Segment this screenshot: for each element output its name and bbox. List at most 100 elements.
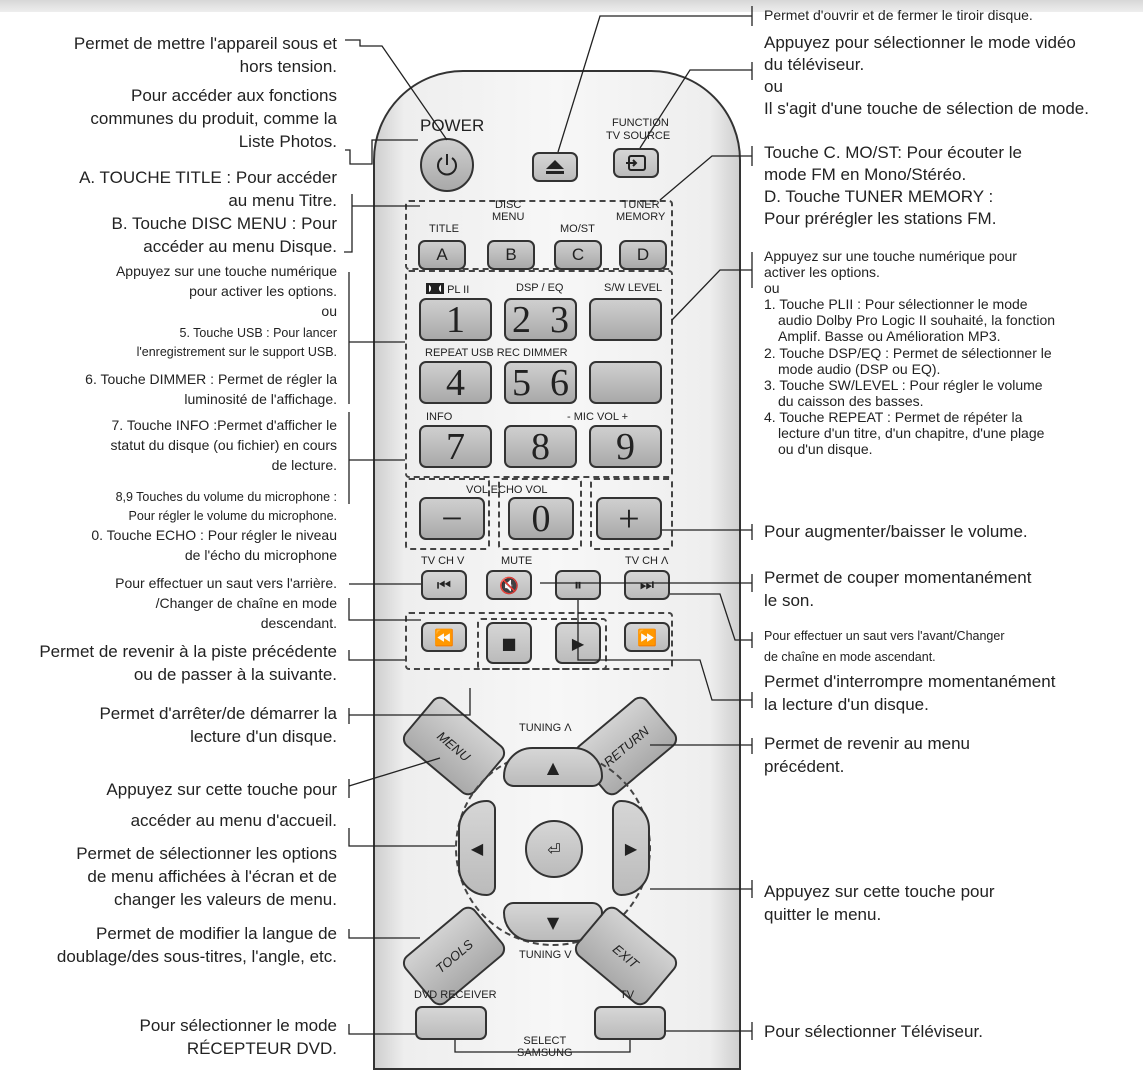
leader-skip-back [348, 583, 421, 621]
dvd-receiver-label: DVD RECEIVER [414, 989, 497, 1001]
enter-button[interactable]: ⏎ [525, 820, 583, 878]
volume-up-button[interactable]: + [596, 497, 662, 540]
arrow-up-icon: ▲ [546, 757, 560, 777]
leader-pause [577, 600, 753, 708]
tv-button[interactable] [594, 1006, 666, 1040]
leader-nav [348, 828, 455, 847]
skip-forward-icon: ⏭ [639, 575, 655, 594]
select-bracket [454, 1040, 631, 1053]
num-7-button[interactable]: 7 [419, 425, 492, 468]
leader-volume [662, 524, 753, 540]
dvd-receiver-button[interactable] [415, 1006, 487, 1040]
power-icon [437, 154, 457, 176]
eject-button[interactable] [532, 152, 578, 182]
stop-play-group [477, 618, 607, 670]
enter-icon: ⏎ [547, 839, 561, 859]
key-c-button[interactable]: C [554, 240, 602, 270]
stop-button[interactable]: ■ [486, 622, 532, 664]
repeat-row-label: REPEAT USB REC DIMMER [425, 347, 568, 359]
leader-rewind [348, 650, 405, 661]
num-6: 6 [550, 361, 569, 404]
sw-level-label: S/W LEVEL [604, 282, 663, 294]
skip-forward-button[interactable]: ⏭ [624, 570, 670, 600]
num-9-button[interactable]: 9 [589, 425, 662, 468]
nav-up-button[interactable]: ▲ [503, 747, 603, 787]
num-2-3-button[interactable]: 2 3 [504, 298, 577, 341]
mute-label: MUTE [501, 555, 533, 567]
num-5-6-button[interactable]: 5 6 [504, 361, 577, 404]
dimmer-button[interactable] [589, 361, 662, 404]
leader-tuner [659, 146, 753, 201]
tuning-down-label: TUNING V [519, 949, 572, 961]
skip-back-icon: ⏮ [436, 575, 452, 594]
eject-icon [546, 160, 564, 174]
sw-level-button[interactable] [589, 298, 662, 341]
num-2: 2 [512, 298, 531, 341]
top-border [0, 0, 1143, 12]
stop-icon: ■ [501, 633, 517, 653]
fast-forward-icon: ⏩ [637, 627, 657, 647]
info-label: INFO [426, 411, 453, 423]
echo-group [498, 478, 582, 550]
leader-numbers-right [671, 252, 753, 321]
mute-button[interactable]: 🔇 [486, 570, 532, 600]
source-icon [626, 155, 646, 171]
arrow-left-icon: ◀ [470, 838, 484, 858]
disc-menu-label: DISC MENU [492, 199, 525, 223]
skip-back-button[interactable]: ⏮ [421, 570, 467, 600]
numpad-group [405, 270, 673, 478]
function-label: FUNCTION [612, 117, 669, 129]
dolby-icon [426, 283, 444, 294]
leader-eject [557, 6, 753, 153]
ann-skip-back: Pour effectuer un saut vers l'arrière./C… [115, 575, 337, 631]
leader-tv [666, 1022, 753, 1040]
fast-forward-button[interactable]: ⏩ [624, 622, 670, 652]
tuning-up-label: TUNING Λ [519, 722, 572, 734]
key-b-button[interactable]: B [487, 240, 535, 270]
power-button[interactable] [420, 138, 474, 192]
num-4-button[interactable]: 4 [419, 361, 492, 404]
pl2-label: PL II [426, 283, 469, 297]
mic-vol-label: - MIC VOL + [567, 411, 629, 423]
leader-menu [348, 757, 441, 798]
rewind-button[interactable]: ⏪ [421, 622, 467, 652]
nav-down-button[interactable]: ▼ [503, 902, 603, 942]
leader-mute [540, 574, 753, 592]
nav-right-button[interactable]: ▶ [612, 800, 650, 896]
volume-down-button[interactable]: − [419, 497, 485, 540]
num-1-button[interactable]: 1 [419, 298, 492, 341]
pause-icon: ⏸ [573, 575, 582, 594]
power-label: POWER [420, 116, 485, 135]
vol-minus-group [405, 478, 490, 550]
leader-info [348, 412, 405, 504]
leader-tools [348, 929, 420, 939]
leader-dvd [348, 1024, 415, 1035]
function-tv-source-button[interactable] [613, 148, 659, 178]
key-d-button[interactable]: D [619, 240, 667, 270]
tuner-memory-label: TUNER MEMORY [616, 199, 666, 223]
tv-ch-up-label: TV CH Λ [625, 555, 669, 567]
leader-function [345, 139, 418, 165]
pause-button[interactable]: ⏸ [555, 570, 601, 600]
echo-0-button[interactable]: 0 [508, 497, 574, 540]
nav-left-button[interactable]: ◀ [458, 800, 496, 896]
ann-volume: Pour augmenter/baisser le volume. [764, 522, 1028, 541]
num-3: 3 [550, 298, 569, 341]
key-a-button[interactable]: A [418, 240, 466, 270]
num-8-button[interactable]: 8 [504, 425, 577, 468]
